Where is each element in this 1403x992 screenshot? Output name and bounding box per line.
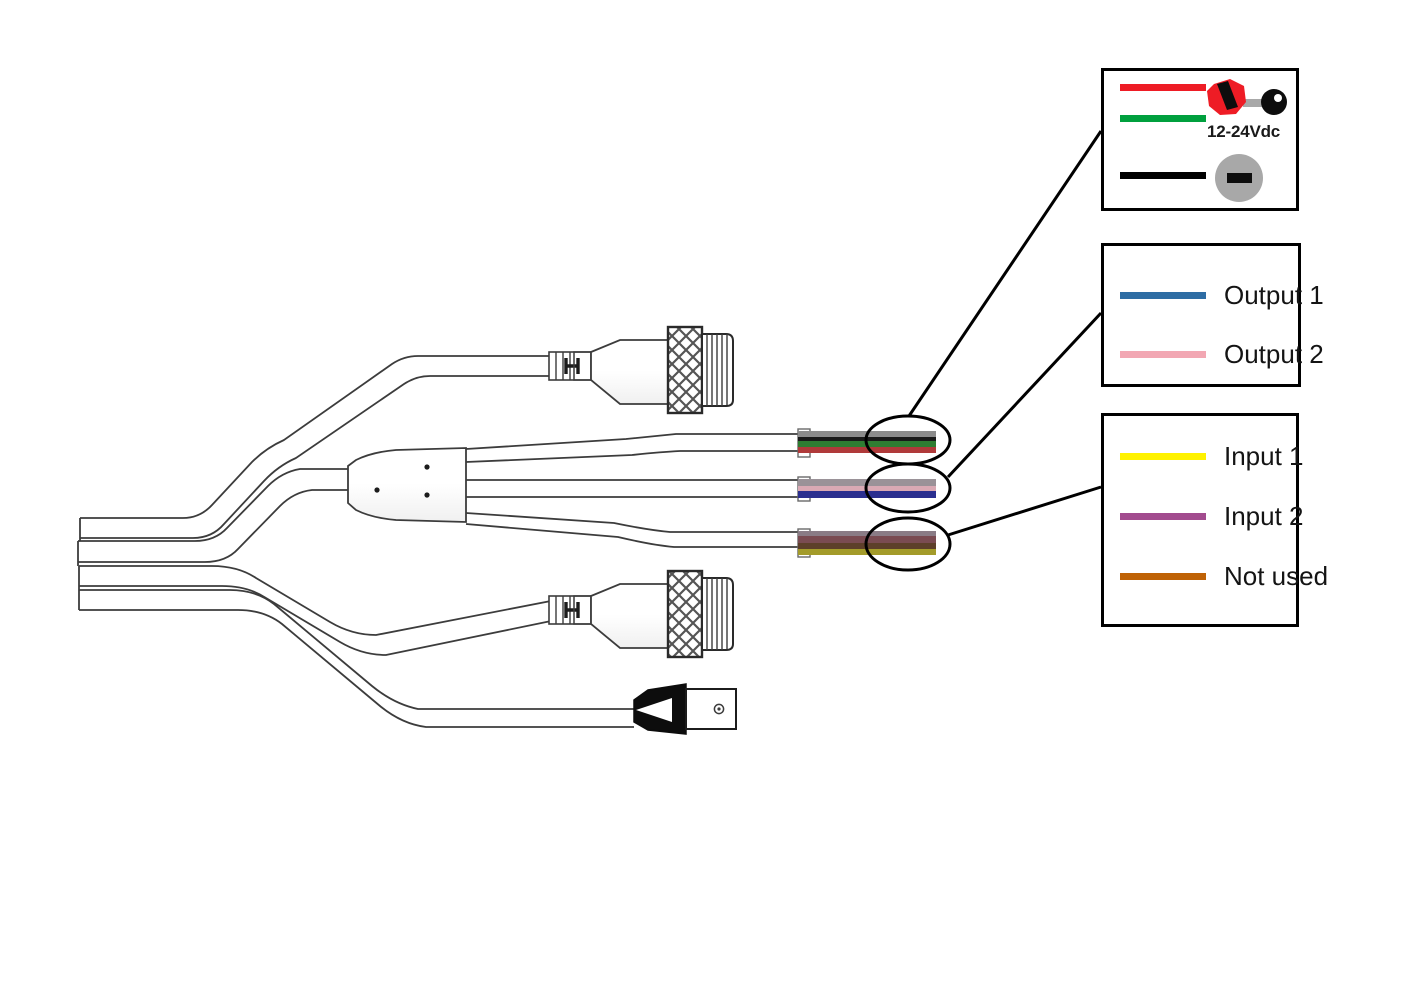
legend-label-output-2: Output 2 — [1224, 339, 1324, 369]
splitter-lead-power — [465, 433, 798, 463]
splitter-lead-inputs — [465, 512, 798, 548]
inputs-legend: Input 1 Input 2 Not used — [1101, 413, 1328, 627]
plus-terminal-icon — [1207, 79, 1287, 115]
power-legend-swatch-black — [1120, 172, 1206, 179]
swatch-output-2 — [1120, 350, 1206, 358]
callout-ellipse-outputs — [864, 462, 952, 514]
legend-label-not-used: Not used — [1224, 561, 1329, 591]
callout-ellipse-inputs — [864, 516, 952, 572]
cable-splitter-block — [347, 447, 467, 523]
m12-connector-bottom — [548, 569, 734, 659]
swatch-output-1 — [1120, 291, 1206, 299]
callout-line-inputs — [947, 485, 1102, 537]
m12-connector-top — [548, 325, 734, 415]
dc-barrel-connector — [633, 683, 737, 735]
cable-branch-splitter — [78, 468, 348, 563]
swatch-input-1 — [1120, 452, 1206, 460]
legend-row-input-2: Input 2 — [1120, 503, 1304, 529]
power-legend-swatch-red — [1120, 84, 1206, 91]
legend-label-input-2: Input 2 — [1224, 501, 1304, 531]
callout-line-outputs — [946, 311, 1103, 479]
minus-terminal-icon — [1215, 154, 1263, 202]
swatch-input-2 — [1120, 512, 1206, 520]
outputs-legend: Output 1 Output 2 — [1101, 243, 1324, 387]
splitter-lead-outputs — [466, 479, 798, 498]
cable-branch-barrel — [79, 589, 634, 728]
legend-label-input-1: Input 1 — [1224, 441, 1304, 471]
swatch-not-used — [1120, 572, 1206, 580]
legend-row-output-1: Output 1 — [1120, 282, 1324, 308]
legend-label-output-1: Output 1 — [1224, 280, 1324, 310]
cable-branch-lower-m12 — [79, 565, 557, 656]
cable-harness — [77, 325, 798, 735]
callout-line-power — [907, 130, 1103, 417]
legend-row-not-used: Not used — [1120, 563, 1328, 589]
legend-row-output-2: Output 2 — [1120, 341, 1324, 367]
power-terminal-icons — [1207, 79, 1287, 202]
cable-branch-top — [80, 355, 556, 539]
power-legend-swatch-green — [1120, 115, 1206, 122]
voltage-label: 12-24Vdc — [1207, 122, 1281, 141]
legend-row-input-1: Input 1 — [1120, 443, 1304, 469]
cable-stub-ends — [77, 518, 81, 610]
